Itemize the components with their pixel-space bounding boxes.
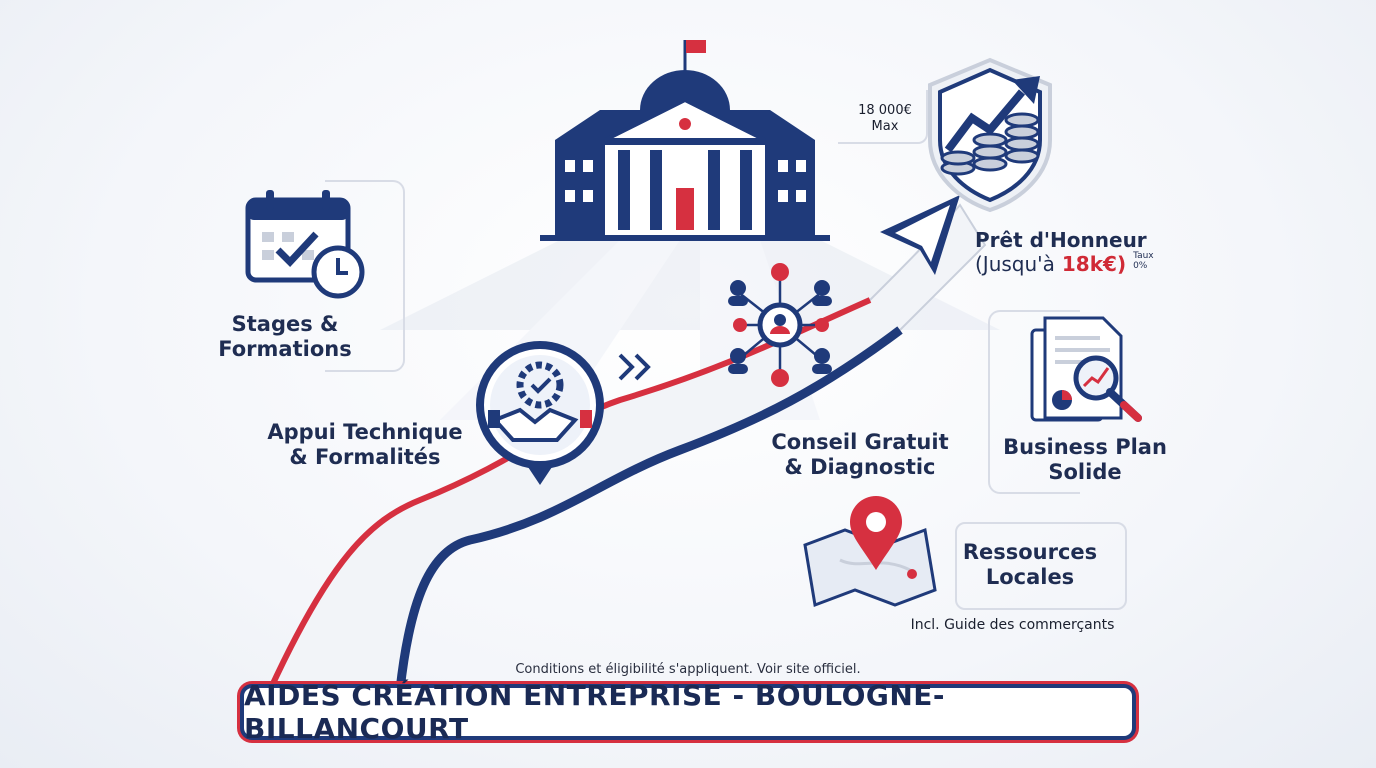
label-stages-line1: Stages &	[231, 312, 339, 336]
calendar-clock-icon	[245, 190, 365, 299]
label-ressources-note: Incl. Guide des commerçants	[910, 617, 1115, 633]
banner-title: AIDES CRÉATION ENTREPRISE - BOULOGNE-BIL…	[244, 679, 946, 745]
map-pin-icon	[803, 496, 937, 608]
label-appui-line2: & Formalités	[289, 445, 441, 470]
label-pret-amount: 18k€)	[1061, 252, 1127, 276]
label-stages-line2: Formations	[218, 337, 352, 362]
ressources-bracket	[955, 522, 1127, 610]
label-conseil-line2: & Diagnostic	[784, 455, 936, 480]
label-pret-amount-line: (Jusqu'à 18k€) Taux 0%	[975, 251, 1175, 276]
label-max-amount: 18 000€ Max	[840, 103, 930, 134]
label-business-line1: Business Plan	[1003, 435, 1167, 459]
business-plan-icon	[1030, 316, 1142, 422]
label-pret-taux-group: Taux 0%	[1133, 251, 1154, 272]
label-appui-technique: Appui Technique & Formalités	[255, 420, 475, 470]
label-pret-jusqua: (Jusqu'à	[975, 252, 1055, 276]
town-hall-icon	[540, 40, 830, 241]
label-ressources-line1: Ressources	[962, 540, 1098, 564]
title-banner: AIDES CRÉATION ENTREPRISE - BOULOGNE-BIL…	[240, 679, 1136, 745]
footnote: Conditions et éligibilité s'appliquent. …	[515, 662, 861, 677]
label-pret-title: Prêt d'Honneur	[975, 228, 1147, 252]
chevron-icon	[618, 353, 651, 381]
handshake-pin-icon	[476, 341, 604, 485]
label-ressources-line2: Locales	[985, 565, 1075, 590]
max-bracket	[838, 90, 928, 144]
label-business-line2: Solide	[1048, 460, 1122, 485]
label-stages-formations: Stages & Formations	[210, 312, 360, 362]
stages-bracket	[325, 180, 405, 372]
label-pret-taux: Taux	[1133, 251, 1154, 261]
label-max-text: Max	[871, 118, 899, 134]
label-ressources-locales: Ressources Locales	[950, 540, 1110, 590]
label-pret-honneur: Prêt d'Honneur (Jusqu'à 18k€) Taux 0%	[975, 228, 1175, 276]
business-bracket	[988, 310, 1080, 494]
label-business-plan: Business Plan Solide	[995, 435, 1175, 485]
label-max-value: 18 000€	[858, 103, 912, 118]
network-icon	[728, 263, 832, 387]
label-conseil-gratuit: Conseil Gratuit & Diagnostic	[760, 430, 960, 480]
label-appui-line1: Appui Technique	[267, 420, 463, 444]
shield-coins-icon	[928, 57, 1052, 213]
label-conseil-line1: Conseil Gratuit	[771, 430, 949, 454]
label-pret-rate: 0%	[1133, 260, 1148, 271]
